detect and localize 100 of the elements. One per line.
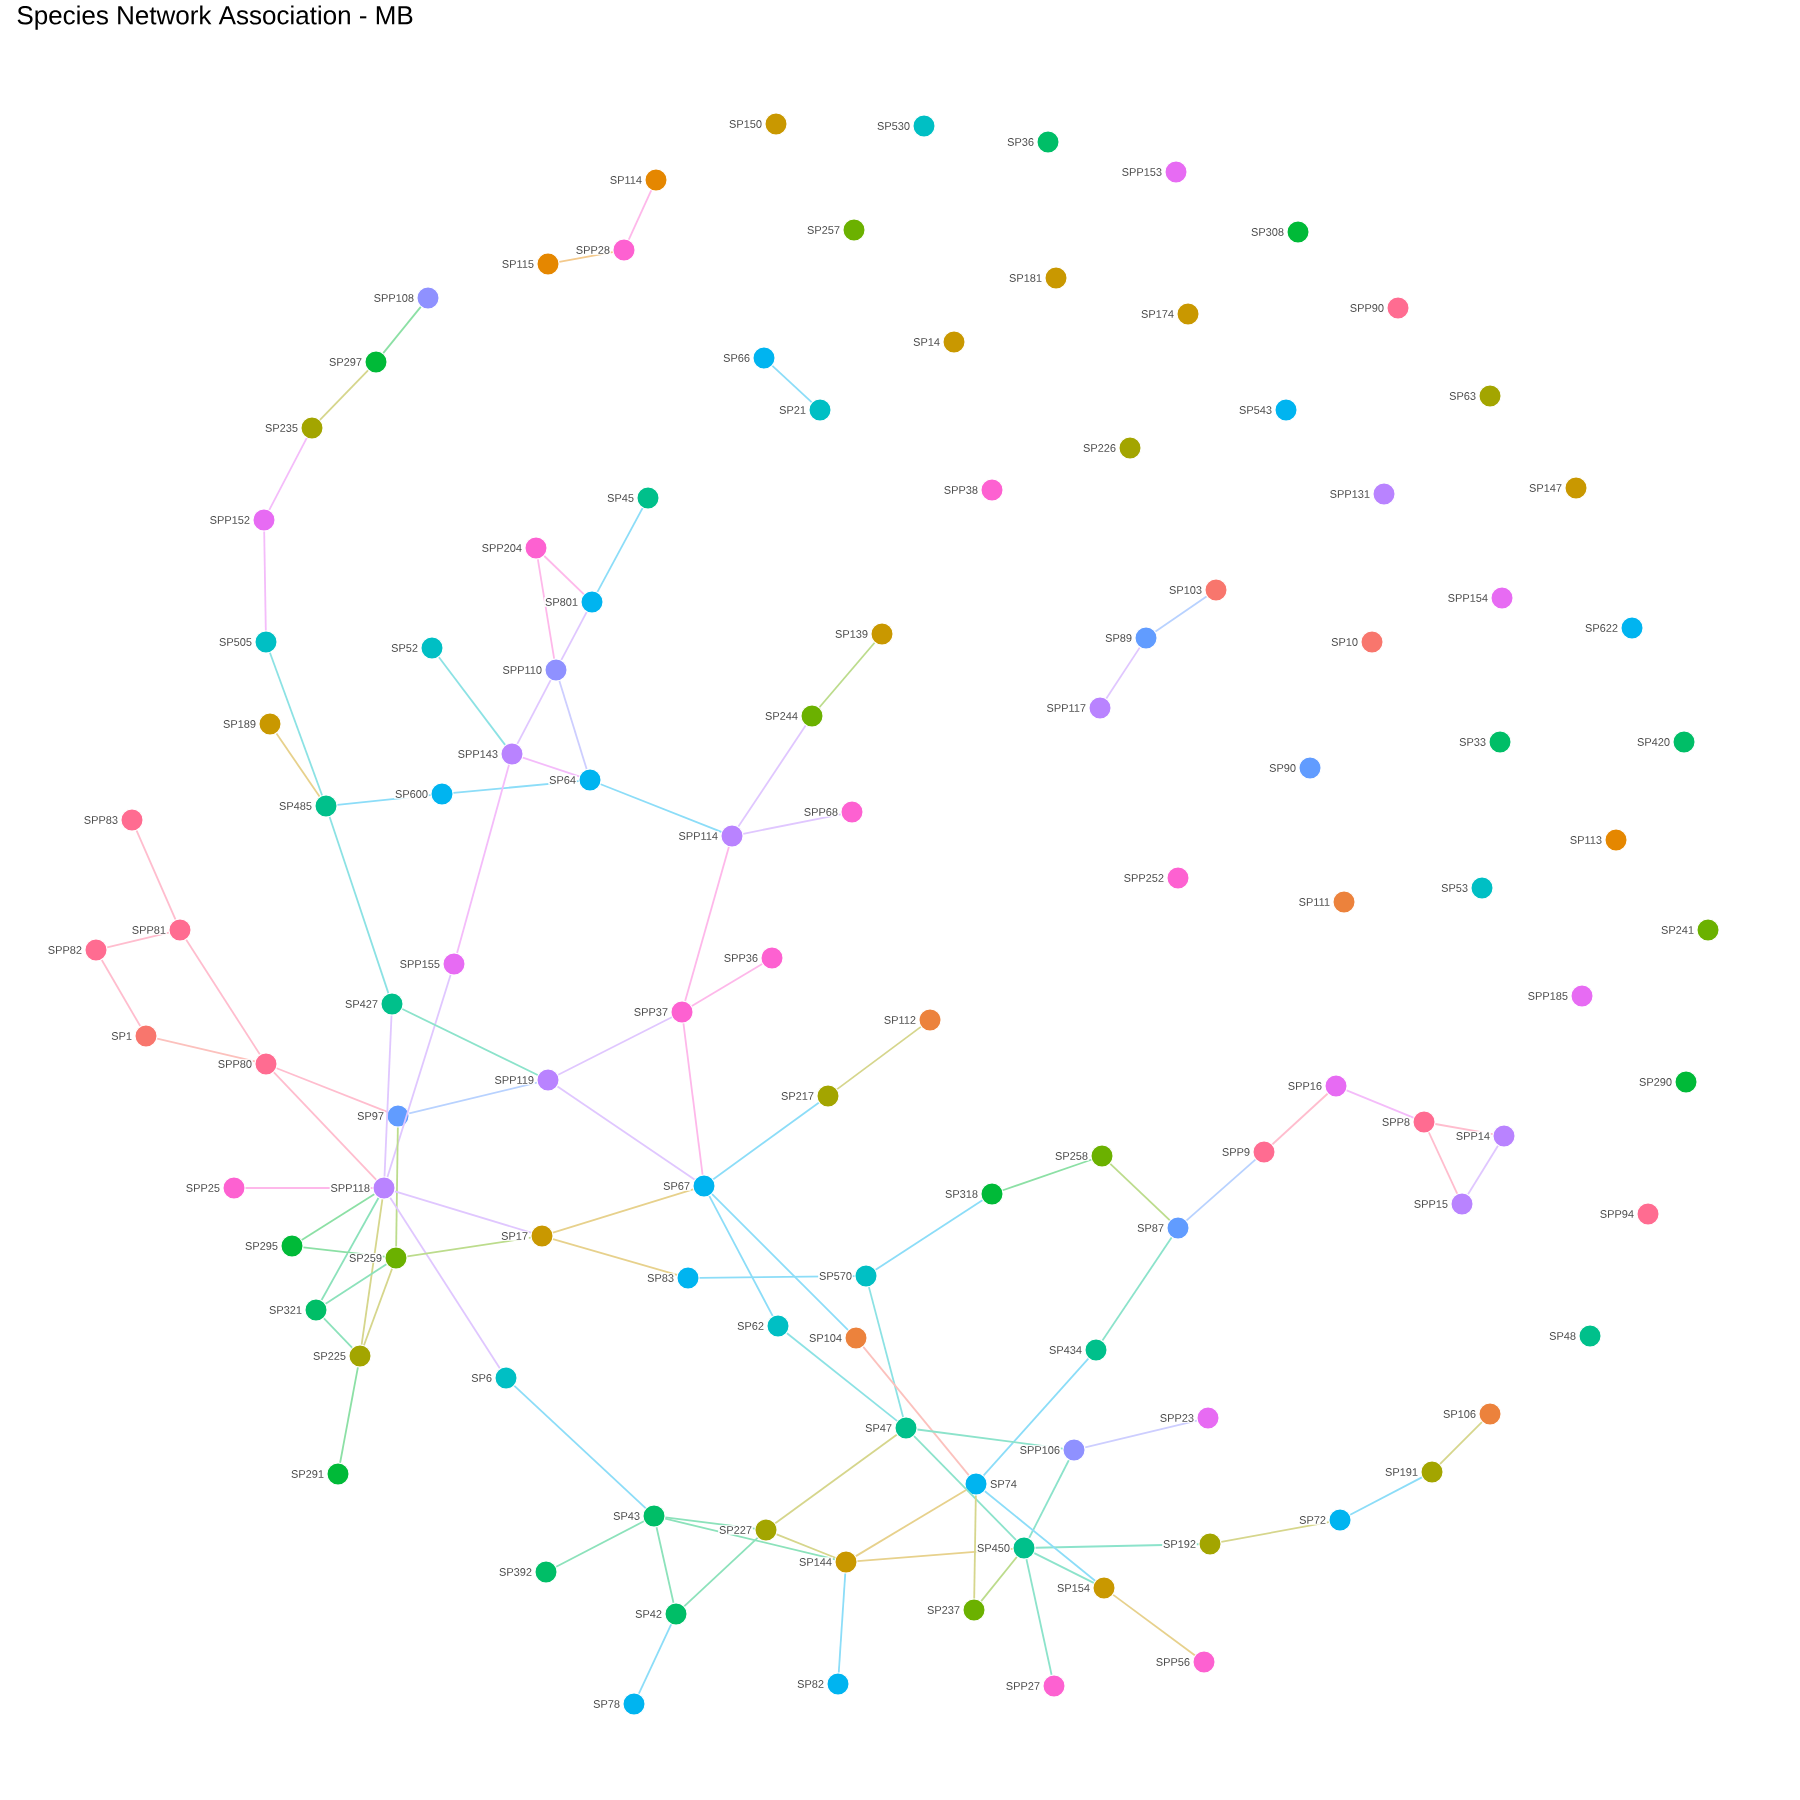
link-line — [1033, 1552, 1095, 1584]
node-dot — [1450, 1192, 1474, 1216]
node-dot — [380, 992, 404, 1016]
node-dot — [962, 1598, 986, 1622]
node-dot — [1012, 1536, 1036, 1560]
node-dot — [636, 486, 660, 510]
node-dot — [530, 1224, 554, 1248]
node-dot — [918, 1008, 942, 1032]
node-dot — [1412, 1110, 1436, 1134]
link-line — [664, 1516, 756, 1530]
link-line — [698, 1275, 856, 1279]
link-line — [973, 1494, 977, 1600]
link-line — [394, 1190, 532, 1234]
link-line — [522, 756, 580, 778]
node-dot — [300, 416, 324, 440]
node-dot — [816, 1084, 840, 1108]
node-dot — [252, 508, 276, 532]
link-line — [711, 1193, 849, 1331]
node-dot — [1204, 578, 1228, 602]
link-line — [556, 1085, 696, 1181]
link-line — [1439, 1421, 1483, 1465]
node-dot — [1274, 398, 1298, 422]
link-line — [558, 251, 614, 263]
node-dot — [1164, 160, 1188, 184]
node-dot — [134, 1024, 158, 1048]
link-line — [1154, 595, 1208, 633]
link-line — [1434, 1123, 1494, 1135]
link-line — [319, 369, 369, 421]
node-dot — [980, 1182, 1004, 1206]
node-dot — [964, 1472, 988, 1496]
link-line — [395, 1126, 399, 1248]
link-line — [328, 816, 390, 994]
node-dot — [580, 590, 604, 614]
node-dot — [386, 1104, 410, 1128]
link-line — [557, 1016, 673, 1076]
node-dot — [1042, 1674, 1066, 1698]
link-line — [363, 1267, 393, 1347]
link-line — [637, 1623, 673, 1695]
link-line — [980, 1556, 1018, 1602]
node-dot — [1252, 1140, 1276, 1164]
node-dot — [430, 782, 454, 806]
node-dot — [1134, 626, 1158, 650]
node-dot — [642, 1504, 666, 1528]
link-line — [1025, 1558, 1053, 1676]
node-dot — [980, 478, 1004, 502]
title: Species Network Association - MB — [17, 5, 413, 30]
node-dot — [326, 1462, 350, 1486]
node-dot — [304, 1298, 328, 1322]
link-line — [275, 1067, 389, 1113]
node-dot — [854, 1264, 878, 1288]
link-line — [874, 1199, 984, 1271]
link-line — [655, 1526, 675, 1604]
link-line — [185, 938, 261, 1056]
node-dot — [754, 1518, 778, 1542]
node-dot — [1636, 1202, 1660, 1226]
link-line — [1084, 1419, 1198, 1449]
node-dot — [1044, 266, 1068, 290]
node-dot — [764, 112, 788, 136]
link-line — [543, 555, 585, 595]
link-line — [708, 1195, 774, 1317]
node-dot — [258, 712, 282, 736]
node-dot — [1570, 984, 1594, 1008]
node-dot — [644, 168, 668, 192]
node-dot — [1478, 1402, 1502, 1426]
node-dot — [612, 238, 636, 262]
node-dot — [442, 952, 466, 976]
node-dot — [314, 794, 338, 818]
node-dot — [536, 1068, 560, 1092]
link-line — [913, 1435, 1017, 1541]
link-line — [456, 764, 510, 954]
link-line — [712, 1101, 820, 1181]
node-dot — [1090, 1144, 1114, 1168]
node-dot — [1488, 730, 1512, 754]
node-dot — [844, 1326, 868, 1350]
link-line — [742, 813, 842, 835]
node-dot — [254, 1052, 278, 1076]
node-dot — [168, 918, 192, 942]
link-line — [263, 530, 267, 632]
link-line — [389, 1196, 501, 1370]
node-dot — [1196, 1406, 1220, 1430]
node-dot — [524, 536, 548, 560]
node-dot — [1324, 1074, 1348, 1098]
node-dot — [1092, 1576, 1116, 1600]
node-dot — [870, 622, 894, 646]
link-line — [382, 306, 422, 354]
link-line — [837, 1572, 847, 1674]
node-dot — [1328, 1508, 1352, 1532]
node-dot — [1084, 1338, 1108, 1362]
link-line — [552, 1188, 694, 1234]
node-dot — [1564, 476, 1588, 500]
link-line — [516, 679, 552, 745]
link-line — [862, 1346, 970, 1477]
node-dot — [1332, 890, 1356, 914]
link-line — [1112, 1593, 1196, 1657]
link-line — [406, 1236, 532, 1258]
node-dot — [942, 330, 966, 354]
node-dot — [280, 1234, 304, 1258]
node-dot — [384, 1246, 408, 1270]
node-dot — [544, 658, 568, 682]
link-line — [1345, 1089, 1415, 1119]
